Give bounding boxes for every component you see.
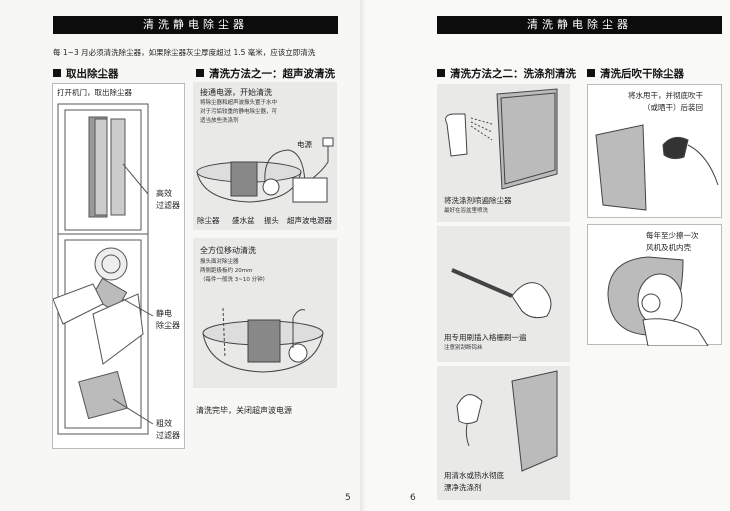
left-page: 清洗静电除尘器 每 1~3 月必须清洗除尘器，如果除尘器灰尘厚度超过 1.5 毫…: [52, 16, 351, 503]
air-unit-illustration: [53, 103, 154, 435]
detergent-brush-panel: 用专用刷插入格栅刷一遍 注意别刮断钨丝: [437, 226, 570, 362]
label-coarse-filter: 粗效 过滤器: [156, 419, 180, 440]
step2-line: 振头面对除尘器: [200, 259, 239, 265]
page-header-bar: 清洗静电除尘器: [437, 16, 722, 34]
ultrasonic-tub-illustration: [196, 137, 334, 203]
label-water-basin: 盛水盆: [232, 216, 255, 225]
label-ultrasonic-generator: 超声波电源器: [287, 216, 332, 225]
spray-bottle-illustration: [445, 88, 558, 190]
section-title-ultrasonic: 清洗方法之一：超声波清洗: [196, 66, 335, 81]
bullet-square-icon: [53, 69, 61, 77]
moving-cleaning-illustration: [202, 307, 324, 373]
step-heading: 用清水或热水彻底 漂净洗涤剂: [444, 471, 504, 492]
fan-clean-instruction: 每年至少擦一次 风机及机内壳: [646, 231, 699, 252]
bullet-square-icon: [437, 69, 445, 77]
remove-caption: 打开机门，取出除尘器: [57, 88, 132, 97]
page-number: 5: [345, 493, 351, 503]
label-dust-collector: 除尘器: [197, 216, 220, 225]
step1-line: 适当放些洗涤剂: [200, 118, 239, 124]
step1-line: 对于污垢较重的静电除尘器，可: [200, 109, 278, 115]
step2-line: （每件一般洗 3~10 分钟）: [200, 277, 269, 283]
detergent-rinse-panel: 用清水或热水彻底 漂净洗涤剂: [437, 366, 570, 500]
section-title-remove: 取出除尘器: [53, 66, 119, 81]
detergent-spray-panel: 将洗涤剂喷遍除尘器 最好在浴盆里喷洗: [437, 84, 570, 222]
label-electrostatic-filter: 静电 除尘器: [156, 309, 180, 330]
ultrasonic-step2-panel: 全方位移动清洗 振头面对除尘器 两侧距极板约 20mm （每件一般洗 3~10 …: [193, 238, 337, 388]
label-transducer: 振头: [264, 216, 279, 225]
bullet-square-icon: [587, 69, 595, 77]
remove-filter-panel: 打开机门，取出除尘器 高效 过滤器 静电 除尘器 粗效 过滤器: [52, 83, 185, 449]
power-label: 电源: [297, 140, 312, 149]
step-heading: 将洗涤剂喷遍除尘器: [444, 196, 512, 205]
label-hepa-filter: 高效 过滤器: [156, 189, 180, 210]
hair-dryer-illustration: [595, 124, 719, 211]
step1-heading: 接通电源，开始清洗: [200, 88, 272, 97]
step-note: 最好在浴盆里喷洗: [444, 208, 489, 214]
dry-instruction: 将水甩干，并彻底吹干 （或晒干）后装回: [628, 91, 703, 112]
rinse-illustration: [456, 370, 558, 472]
brush-illustration: [451, 268, 552, 319]
right-page: 清洗静电除尘器 清洗方法之二：洗涤剂清洗 清洗后吹干除尘器 将洗涤剂喷遍除尘器 …: [365, 0, 730, 511]
page-number: 6: [410, 493, 416, 503]
page-header-bar: 清洗静电除尘器: [53, 16, 338, 34]
intro-text: 每 1~3 月必须清洗除尘器，如果除尘器灰尘厚度超过 1.5 毫米，应该立即清洗: [53, 48, 316, 57]
finish-text: 清洗完毕，关闭超声波电源: [196, 406, 292, 415]
section-title-detergent: 清洗方法之二：洗涤剂清洗: [437, 66, 576, 81]
section-title-dry: 清洗后吹干除尘器: [587, 66, 684, 81]
step1-line: 将除尘器和超声波振头置于水中: [200, 100, 278, 106]
step-note: 注意别刮断钨丝: [444, 345, 483, 351]
fan-clean-panel: 每年至少擦一次 风机及机内壳: [587, 224, 722, 346]
step-heading: 用专用刷插入格栅刷一遍: [444, 333, 527, 342]
fan-housing-illustration: [607, 256, 709, 346]
dry-panel: 将水甩干，并彻底吹干 （或晒干）后装回: [587, 84, 722, 218]
ultrasonic-step1-panel: 接通电源，开始清洗 将除尘器和超声波振头置于水中 对于污垢较重的静电除尘器，可 …: [193, 82, 337, 230]
step2-line: 两侧距极板约 20mm: [200, 268, 253, 274]
step2-heading: 全方位移动清洗: [200, 246, 256, 255]
bullet-square-icon: [196, 69, 204, 77]
